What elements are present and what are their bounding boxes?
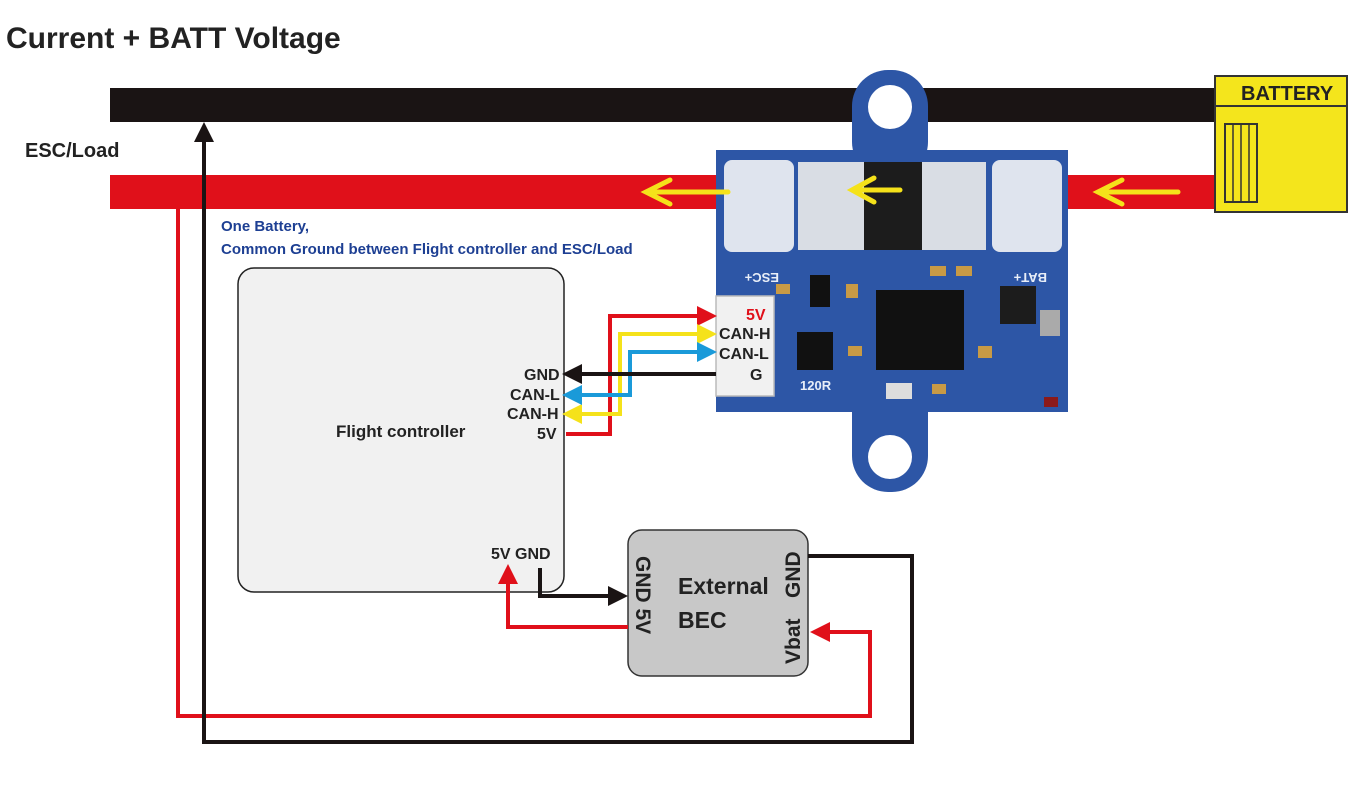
wire-bec-5v	[498, 564, 628, 629]
current-flow-arrows	[640, 175, 1181, 207]
can-bus-wiring	[562, 306, 717, 436]
battery: BATTERY	[1214, 75, 1348, 213]
fc-pin-can-l: CAN-L	[510, 387, 560, 404]
note-line-2: Common Ground between Flight controller …	[221, 241, 633, 258]
external-bec	[627, 529, 809, 677]
fc-pin-can-h: CAN-H	[507, 406, 559, 423]
bec-right-gnd: GND	[782, 551, 805, 598]
flight-controller-board	[237, 267, 565, 593]
connector-pin-5v: 5V	[746, 307, 766, 324]
connector-pin-g: G	[750, 367, 762, 384]
flight-controller-label: Flight controller	[336, 422, 466, 441]
pcb-esc-marking: ESC+	[744, 270, 779, 285]
note-line-1: One Battery,	[221, 218, 309, 235]
power-sensor-module: ESC+ BAT+ 120R	[715, 70, 1068, 492]
pcb-resistor-marking: 120R	[800, 378, 832, 393]
pcb-bat-marking: BAT+	[1013, 270, 1047, 285]
bec-left-pins: GND 5V	[631, 556, 654, 634]
wire-vbat	[176, 209, 872, 718]
fc-pin-gnd: GND	[524, 367, 560, 384]
esc-load-label: ESC/Load	[25, 140, 119, 162]
battery-label: BATTERY	[1241, 83, 1334, 105]
ground-bus-cable	[110, 88, 1222, 122]
fc-pin-5v: 5V	[537, 426, 557, 443]
bec-label-line-2: BEC	[678, 607, 727, 633]
bec-right-vbat: Vbat	[782, 618, 805, 664]
bec-label-line-1: External	[678, 573, 769, 599]
diagram-title: Current + BATT Voltage	[6, 22, 341, 55]
connector-pin-can-h: CAN-H	[719, 326, 771, 343]
fc-power-pins: 5V GND	[491, 546, 551, 563]
bec-wiring	[176, 122, 914, 744]
connector-pin-can-l: CAN-L	[719, 346, 769, 363]
wire-ground-return	[194, 122, 914, 744]
wire-bec-gnd	[538, 568, 628, 606]
